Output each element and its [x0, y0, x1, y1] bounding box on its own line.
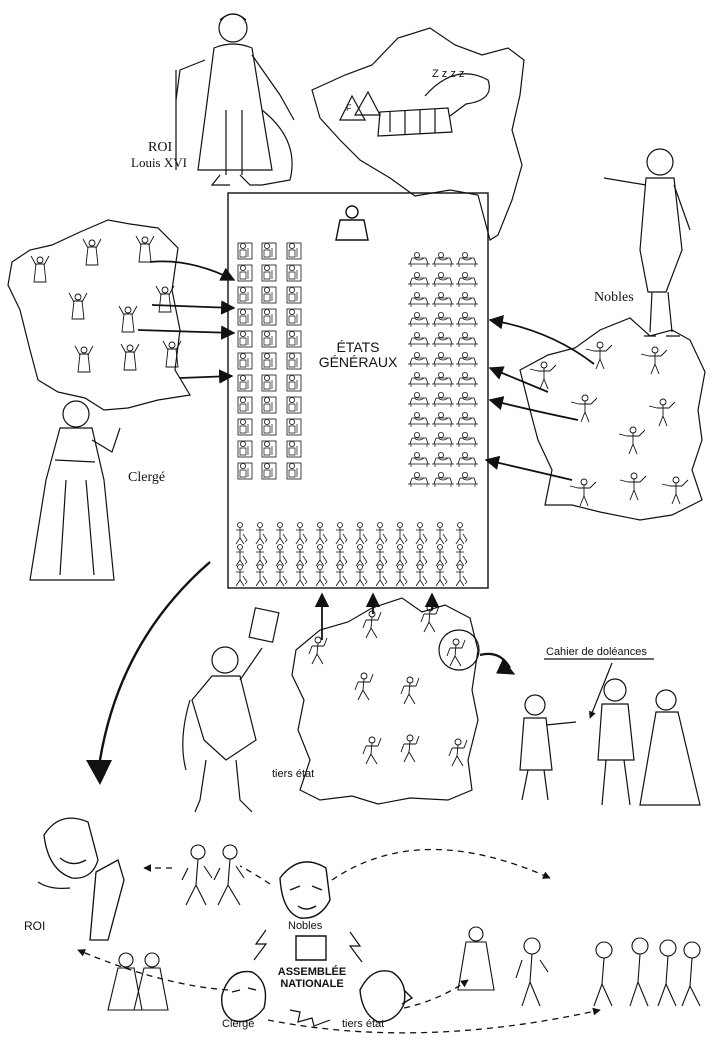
- clergy-figure: [30, 401, 120, 580]
- clerge-label: Clergé: [128, 470, 165, 485]
- nobles-bottom-label: Nobles: [288, 920, 322, 932]
- tiers-head: [360, 971, 412, 1022]
- roi-top-label: ROI: [148, 140, 172, 155]
- arrows-tiers: [322, 594, 432, 640]
- king-figure-top: [176, 14, 294, 185]
- tent-letter-label: F: [346, 104, 352, 114]
- france-map-bottom: [292, 598, 514, 804]
- nobles-head: [280, 862, 330, 960]
- snore-label: Z z z z: [432, 68, 464, 80]
- france-map-left: [8, 220, 190, 410]
- tiers-etat-label: tiers état: [272, 768, 314, 780]
- tiers-walking-right: [458, 927, 700, 1006]
- big-curve-arrow: [100, 562, 210, 760]
- nobles-walking-left: [182, 845, 244, 905]
- clergy-deputies: [238, 243, 301, 479]
- etats-generaux-title: ÉTATS GÉNÉRAUX: [318, 340, 398, 371]
- noble-deputies: [408, 252, 478, 487]
- tiers-deputies: [236, 523, 467, 587]
- roi-bottom-label: ROI: [24, 920, 45, 933]
- arrows-nobles: [486, 320, 594, 480]
- big-arrow-head: [86, 760, 112, 785]
- roi-top-name-label: Louis XVI: [131, 156, 187, 170]
- arrows-clergy: [138, 261, 234, 378]
- clerge-bottom-label: Clergé: [222, 1018, 254, 1030]
- clergy-head: [222, 971, 266, 1021]
- france-map-top: [312, 28, 524, 240]
- roi-bottom-figure: [38, 818, 124, 940]
- clergy-walking-left: [108, 953, 168, 1010]
- etats-line2: GÉNÉRAUX: [318, 355, 398, 370]
- doleances-scene: [520, 659, 700, 805]
- assemblee-title: ASSEMBLÉE NATIONALE: [264, 966, 360, 990]
- cahier-label: Cahier de doléances: [546, 646, 647, 658]
- noble-figure-top: [604, 149, 690, 336]
- etats-line1: ÉTATS: [318, 340, 398, 355]
- assemblee-line1: ASSEMBLÉE: [264, 966, 360, 978]
- nobles-label: Nobles: [594, 290, 634, 305]
- etats-generaux-hall: [228, 193, 488, 588]
- tiers-deputy-figure: [183, 608, 279, 812]
- tiers-etat-bottom-label: tiers état: [342, 1018, 384, 1030]
- assemblee-line2: NATIONALE: [264, 978, 360, 990]
- france-map-right: [520, 318, 705, 520]
